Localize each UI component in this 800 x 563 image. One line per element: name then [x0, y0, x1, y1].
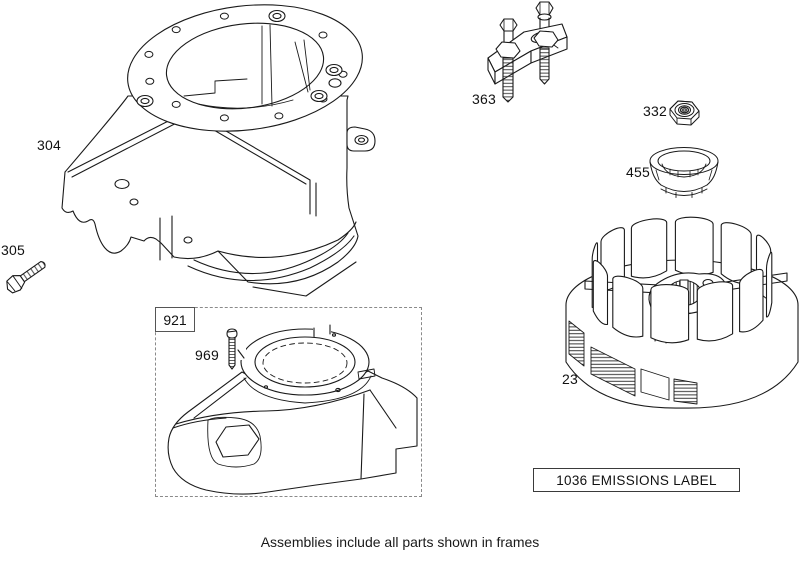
cup-rim-inner	[657, 150, 711, 172]
flywheel-nut-drawing	[669, 100, 700, 126]
housing-mount-tab	[346, 126, 376, 152]
cover-collar-ring	[236, 324, 372, 404]
housing-interior	[183, 24, 311, 109]
housing-holes	[114, 178, 193, 244]
cover-hex-recess	[207, 416, 262, 468]
part-label-304: 304	[37, 137, 61, 153]
fan-blade	[739, 268, 764, 333]
flange-bolt-hole	[144, 50, 154, 58]
blower-housing-drawing	[61, 4, 376, 297]
flange-bolt-hole	[171, 100, 181, 108]
diagram-caption: Assemblies include all parts shown in fr…	[260, 534, 540, 550]
flange-bolt-hole	[219, 12, 229, 20]
fan-blade	[674, 216, 714, 276]
mounting-bolt-drawing	[6, 261, 46, 294]
fan-blade	[650, 284, 690, 344]
flange-bolt-hole	[274, 112, 284, 120]
cover-screw-drawing	[226, 328, 238, 370]
fan-blade	[720, 222, 752, 285]
housing-bosses	[136, 9, 343, 108]
flywheel-drawing	[565, 216, 799, 409]
flywheel-vents	[568, 320, 698, 405]
puller-boss-left	[495, 41, 521, 59]
emissions-label-box: 1036 EMISSIONS LABEL	[533, 468, 740, 492]
cup-bottom-band	[660, 184, 708, 192]
part-label-332: 332	[643, 103, 667, 119]
fan-blade	[630, 218, 668, 279]
frame-921-label-box: 921	[155, 307, 195, 332]
part-label-305: 305	[1, 242, 25, 258]
cover-creases	[172, 377, 397, 480]
assembly-frame-921: 921 969	[155, 307, 422, 497]
part-label-969: 969	[195, 347, 219, 363]
part-label-23: 23	[562, 371, 578, 387]
housing-body-outline	[61, 95, 359, 285]
emissions-label-text: 1036 EMISSIONS LABEL	[556, 472, 717, 488]
starter-cup-drawing	[649, 147, 719, 198]
fan-blade	[696, 281, 734, 342]
housing-skirt	[187, 221, 357, 297]
bolt-head	[6, 274, 26, 294]
bolt-shank	[19, 261, 46, 283]
flange-bolt-hole	[145, 77, 155, 85]
cup-rim-outer	[649, 147, 719, 175]
puller-boss-right	[533, 30, 559, 48]
part-label-363: 363	[472, 91, 496, 107]
flange-bolt-hole	[318, 31, 328, 39]
puller-rod-left	[502, 57, 514, 103]
fan-blade	[592, 260, 609, 326]
nut-threaded-hole	[678, 105, 691, 115]
fan-blades-front	[592, 251, 773, 344]
flange-bolt-hole	[219, 114, 229, 122]
fan-blades-back	[591, 216, 772, 308]
housing-flange	[127, 4, 363, 132]
puller-bolt-right	[535, 1, 554, 33]
fan-blade	[612, 275, 644, 338]
cup-wall-left	[649, 161, 662, 186]
fan-blade	[765, 251, 773, 318]
puller-rod-right	[539, 47, 550, 85]
cup-wall-right	[706, 161, 719, 186]
flywheel-puller-drawing	[487, 1, 568, 103]
puller-bolt-left	[499, 18, 518, 43]
part-label-455: 455	[626, 164, 650, 180]
blower-cover-drawing	[167, 324, 418, 495]
cover-clip	[357, 368, 376, 380]
flange-bolt-hole	[171, 26, 181, 34]
frame-921-label: 921	[163, 311, 187, 328]
cover-screw-hole	[335, 387, 341, 393]
